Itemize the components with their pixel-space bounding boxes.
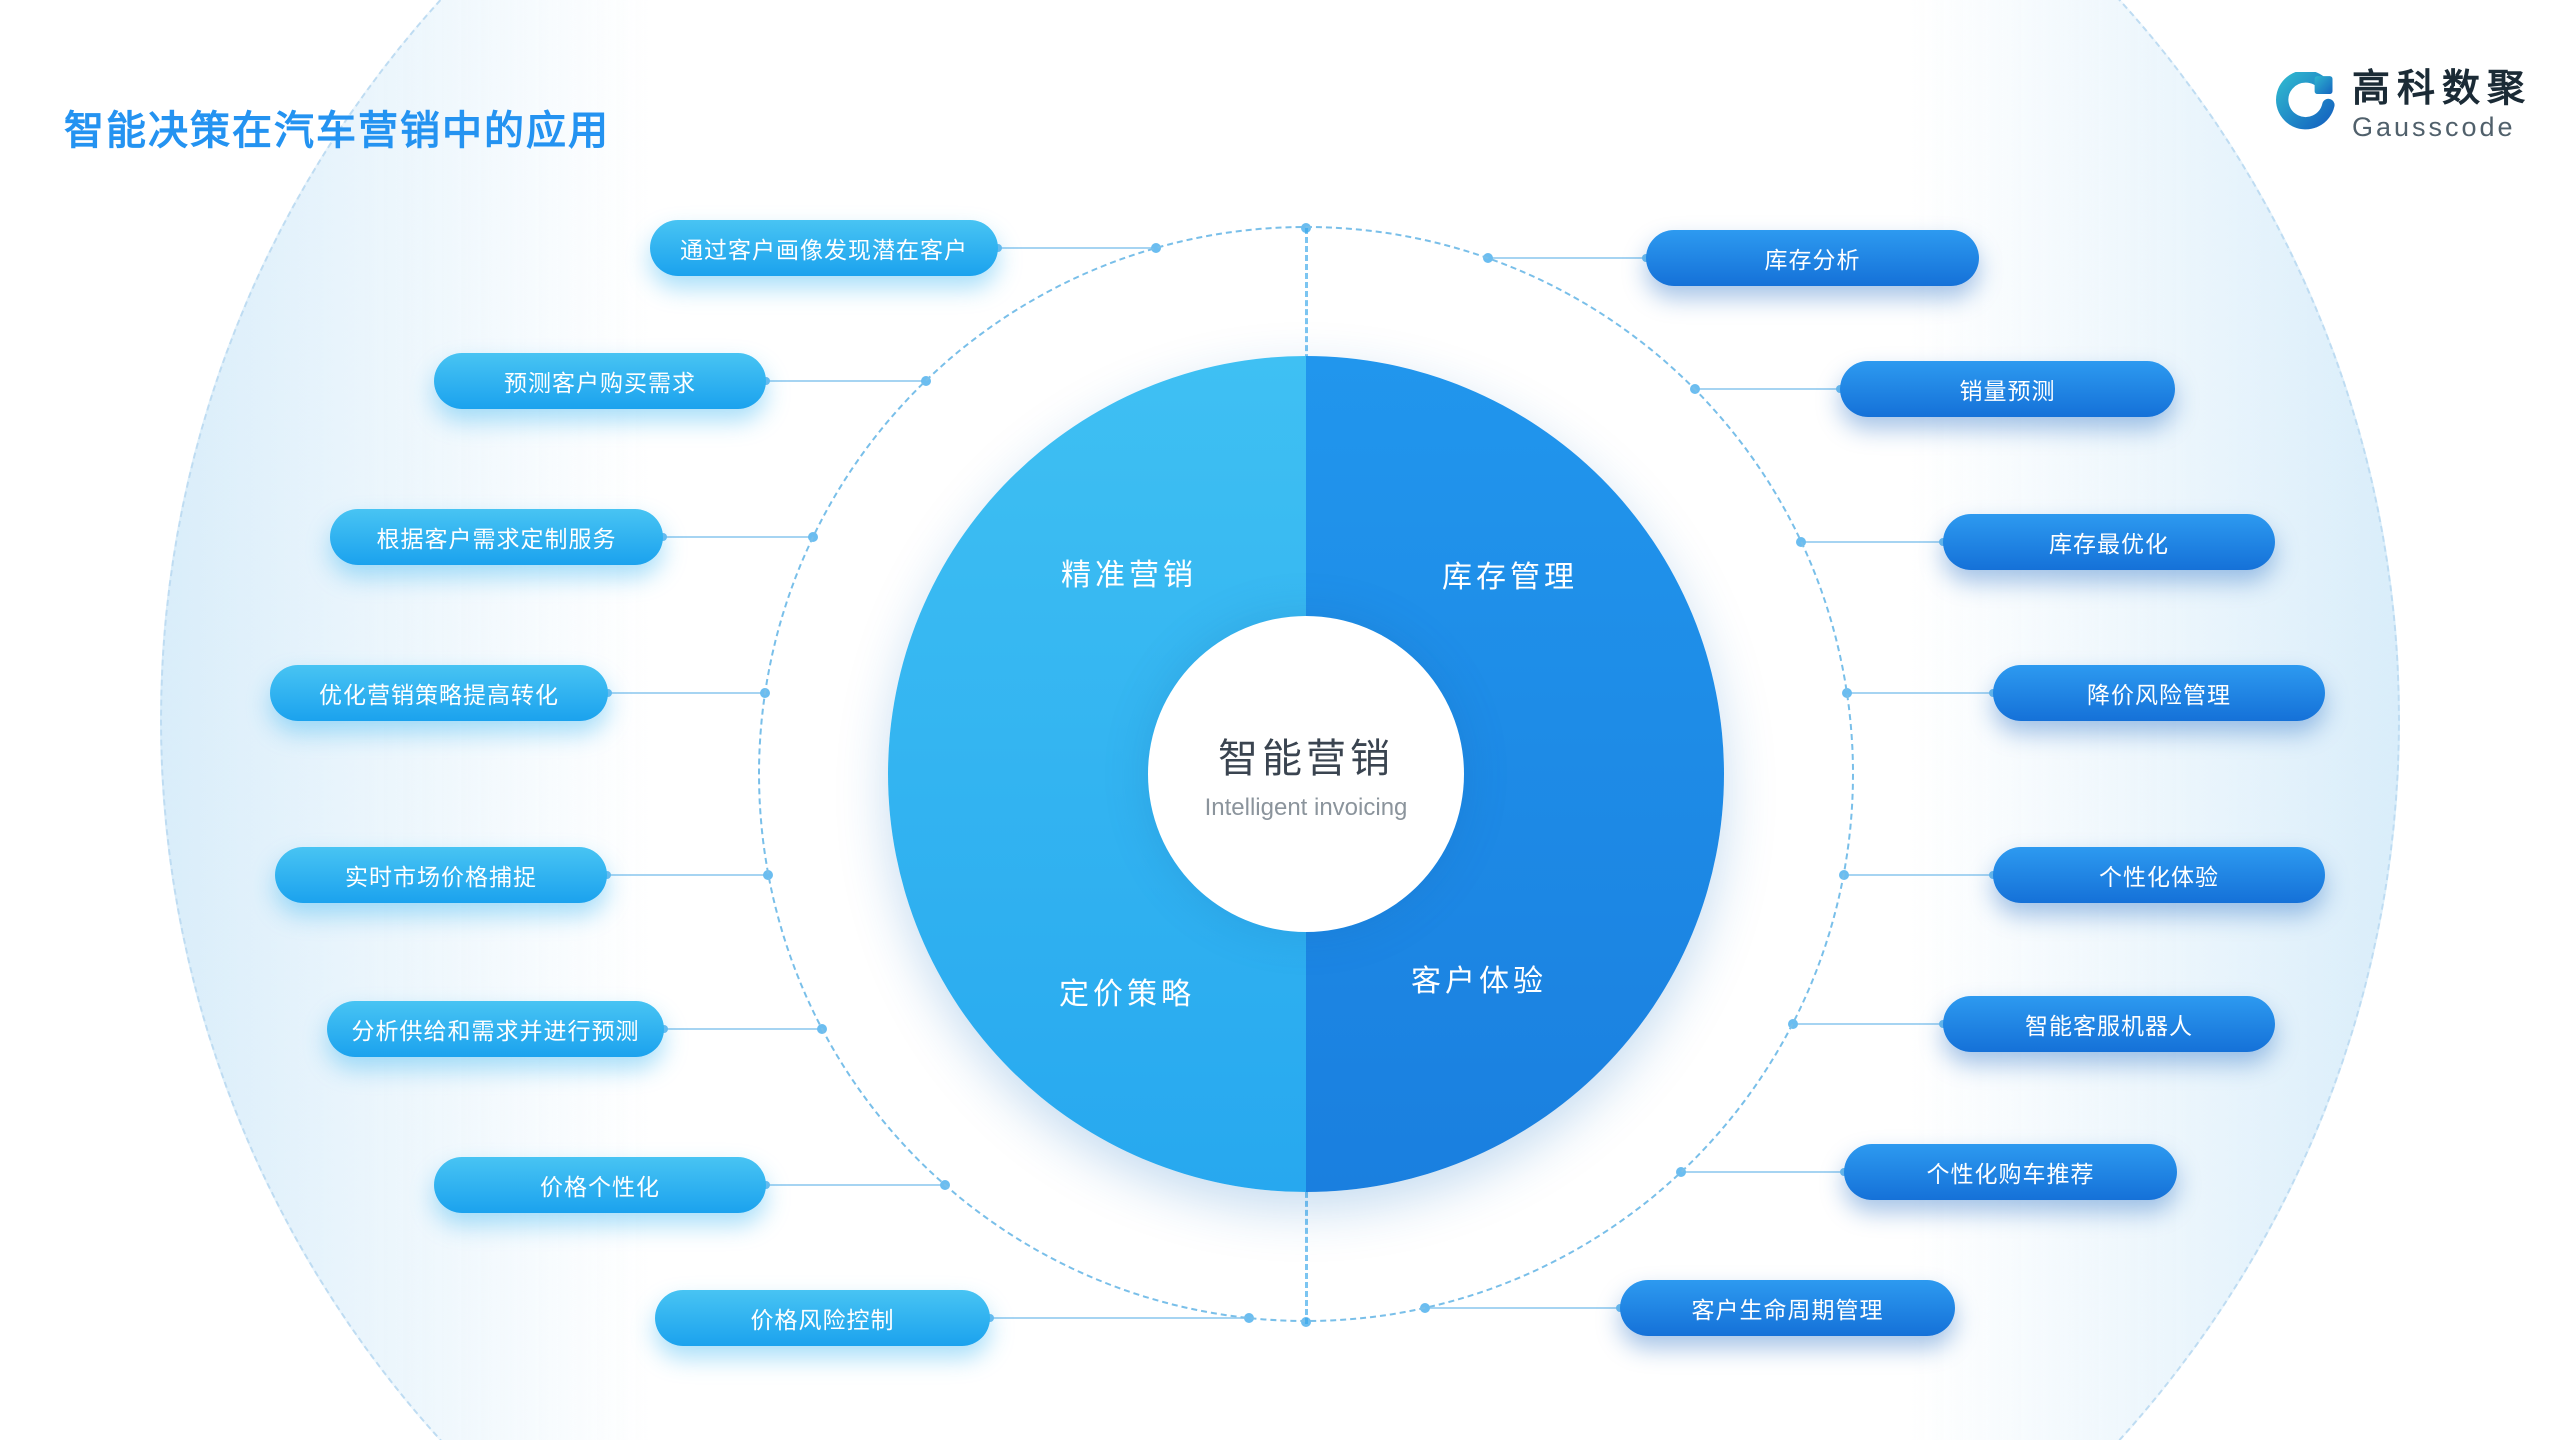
pill-supply-demand-forecast: 分析供给和需求并进行预测	[327, 1001, 664, 1057]
pill-personalized-experience: 个性化体验	[1993, 847, 2325, 903]
pill-customer-lifecycle-management: 客户生命周期管理	[1620, 1280, 1955, 1336]
pill-markdown-risk-management: 降价风险管理	[1993, 665, 2325, 721]
quadrant-label-pricing-strategy: 定价策略	[1059, 978, 1195, 1011]
quadrant-label-customer-experience: 客户体验	[1411, 965, 1547, 998]
center-subtitle: Intelligent invoicing	[1204, 794, 1408, 821]
quadrant-label-inventory-management: 库存管理	[1442, 561, 1578, 594]
pill-inventory-optimization: 库存最优化	[1943, 514, 2275, 570]
pill-customized-service: 根据客户需求定制服务	[330, 509, 663, 565]
pill-inventory-analysis: 库存分析	[1646, 230, 1979, 286]
pill-personalized-car-recommendation: 个性化购车推荐	[1844, 1144, 2177, 1200]
logo-text: 高科数聚 Gausscode	[2352, 68, 2532, 143]
center-circle: 智能营销 Intelligent invoicing	[1148, 616, 1464, 932]
pill-customer-profiling: 通过客户画像发现潜在客户	[650, 220, 998, 276]
page-title: 智能决策在汽车营销中的应用	[64, 109, 610, 153]
pill-sales-forecast: 销量预测	[1840, 361, 2175, 417]
logo: 高科数聚 Gausscode	[2272, 68, 2532, 143]
center-title: 智能营销	[1218, 737, 1394, 781]
pill-price-personalization: 价格个性化	[434, 1157, 766, 1213]
pill-price-risk-control: 价格风险控制	[655, 1290, 990, 1346]
pill-realtime-price-capture: 实时市场价格捕捉	[275, 847, 607, 903]
pill-predict-purchase-demand: 预测客户购买需求	[434, 353, 766, 409]
logo-subtitle: Gausscode	[2351, 111, 2516, 142]
gausscode-logo-icon	[2276, 72, 2335, 130]
pill-optimize-marketing-strategy: 优化营销策略提高转化	[270, 665, 608, 721]
quadrant-label-precision-marketing: 精准营销	[1061, 559, 1197, 592]
pill-smart-service-robot: 智能客服机器人	[1943, 996, 2275, 1052]
logo-name: 高科数聚	[2351, 68, 2532, 110]
